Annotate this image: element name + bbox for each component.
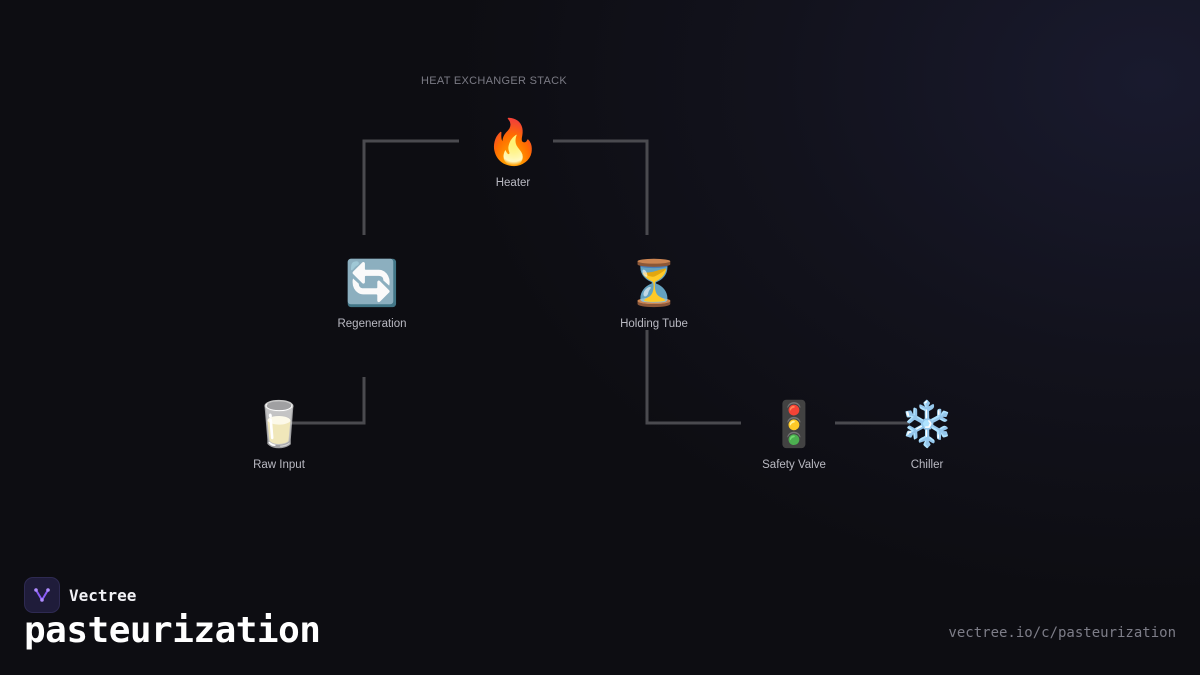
snowflake-icon: ❄️ xyxy=(899,399,955,450)
node-safety-valve[interactable]: 🚦 Safety Valve xyxy=(734,399,854,471)
node-heater[interactable]: 🔥 Heater xyxy=(453,117,573,189)
flame-icon: 🔥 xyxy=(485,117,541,168)
brand-name: Vectree xyxy=(69,585,137,605)
group-label-heat-exchanger-stack: HEAT EXCHANGER STACK xyxy=(421,75,567,87)
vectree-logo-icon xyxy=(24,577,60,613)
milk-glass-icon: 🥛 xyxy=(251,399,307,450)
connector-regeneration-heater xyxy=(362,139,459,235)
node-label-raw-input: Raw Input xyxy=(253,459,305,471)
page-url[interactable]: vectree.io/c/pasteurization xyxy=(948,625,1176,641)
node-raw-input[interactable]: 🥛 Raw Input xyxy=(219,399,339,471)
connector-raw-input-regeneration xyxy=(270,377,366,425)
node-holding-tube[interactable]: ⏳ Holding Tube xyxy=(594,258,714,330)
node-label-holding-tube: Holding Tube xyxy=(620,318,688,330)
node-chiller[interactable]: ❄️ Chiller xyxy=(867,399,987,471)
node-regeneration[interactable]: 🔄 Regeneration xyxy=(312,258,432,330)
connector-holding-tube-safety-valve xyxy=(645,330,741,425)
regeneration-arrows-icon: 🔄 xyxy=(344,258,400,309)
node-label-regeneration: Regeneration xyxy=(337,318,407,330)
hourglass-icon: ⏳ xyxy=(626,258,682,309)
node-label-safety-valve: Safety Valve xyxy=(762,459,826,471)
connector-heater-holding-tube xyxy=(553,139,649,235)
brand: Vectree xyxy=(24,577,136,613)
node-label-heater: Heater xyxy=(495,177,531,189)
traffic-light-icon: 🚦 xyxy=(766,399,822,450)
page-title: pasteurization xyxy=(24,610,321,651)
node-label-chiller: Chiller xyxy=(910,459,944,471)
